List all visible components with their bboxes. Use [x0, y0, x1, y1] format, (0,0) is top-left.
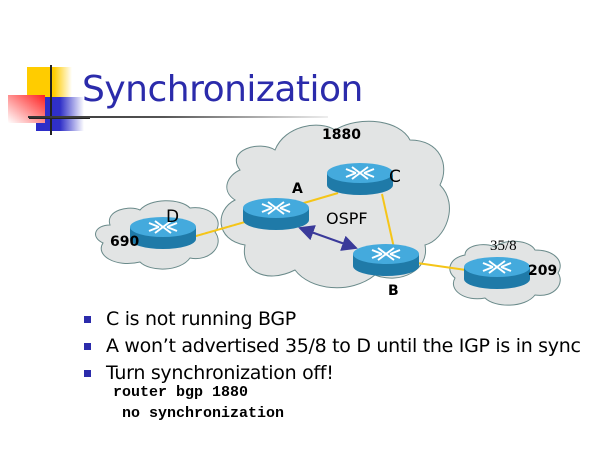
bullet-text: C is not running BGP	[106, 308, 296, 330]
router-label-a: A	[292, 181, 303, 197]
router-label-c: C	[389, 167, 401, 187]
router-a-icon[interactable]	[242, 197, 310, 231]
router-d-icon[interactable]	[129, 216, 197, 250]
cloud-label-1880: 1880	[322, 127, 361, 143]
link-c-b	[381, 193, 395, 249]
cloud-label-209: 209	[528, 263, 557, 279]
ibgp-session-a-b	[298, 225, 358, 251]
slide-title: Synchronization	[82, 69, 363, 110]
bullet-list: C is not running BGP A won’t advertised …	[84, 306, 581, 387]
bullet-item: A won’t advertised 35/8 to D until the I…	[84, 333, 581, 360]
bullet-icon	[84, 343, 91, 350]
bullet-item: C is not running BGP	[84, 306, 581, 333]
router-label-b: B	[388, 283, 399, 299]
router-label-d: D	[166, 207, 179, 227]
title-divider	[28, 116, 328, 118]
bullet-icon	[84, 316, 91, 323]
code-line-no-sync: no synchronization	[113, 405, 285, 422]
protocol-label-ospf: OSPF	[326, 209, 368, 228]
prefix-label: 35/8	[490, 238, 517, 254]
router-c-icon[interactable]	[326, 162, 394, 196]
bullet-item: Turn synchronization off!	[84, 360, 581, 387]
cloud-label-690: 690	[110, 234, 139, 250]
router-b-icon[interactable]	[352, 243, 420, 277]
bullet-text: A won’t advertised 35/8 to D until the I…	[106, 335, 581, 357]
bullet-text: Turn synchronization off!	[106, 362, 334, 384]
code-line-router-bgp: router bgp 1880	[113, 384, 249, 401]
router-209-icon[interactable]	[463, 256, 531, 290]
slide-decoration-icon	[8, 65, 90, 135]
bullet-icon	[84, 370, 91, 377]
